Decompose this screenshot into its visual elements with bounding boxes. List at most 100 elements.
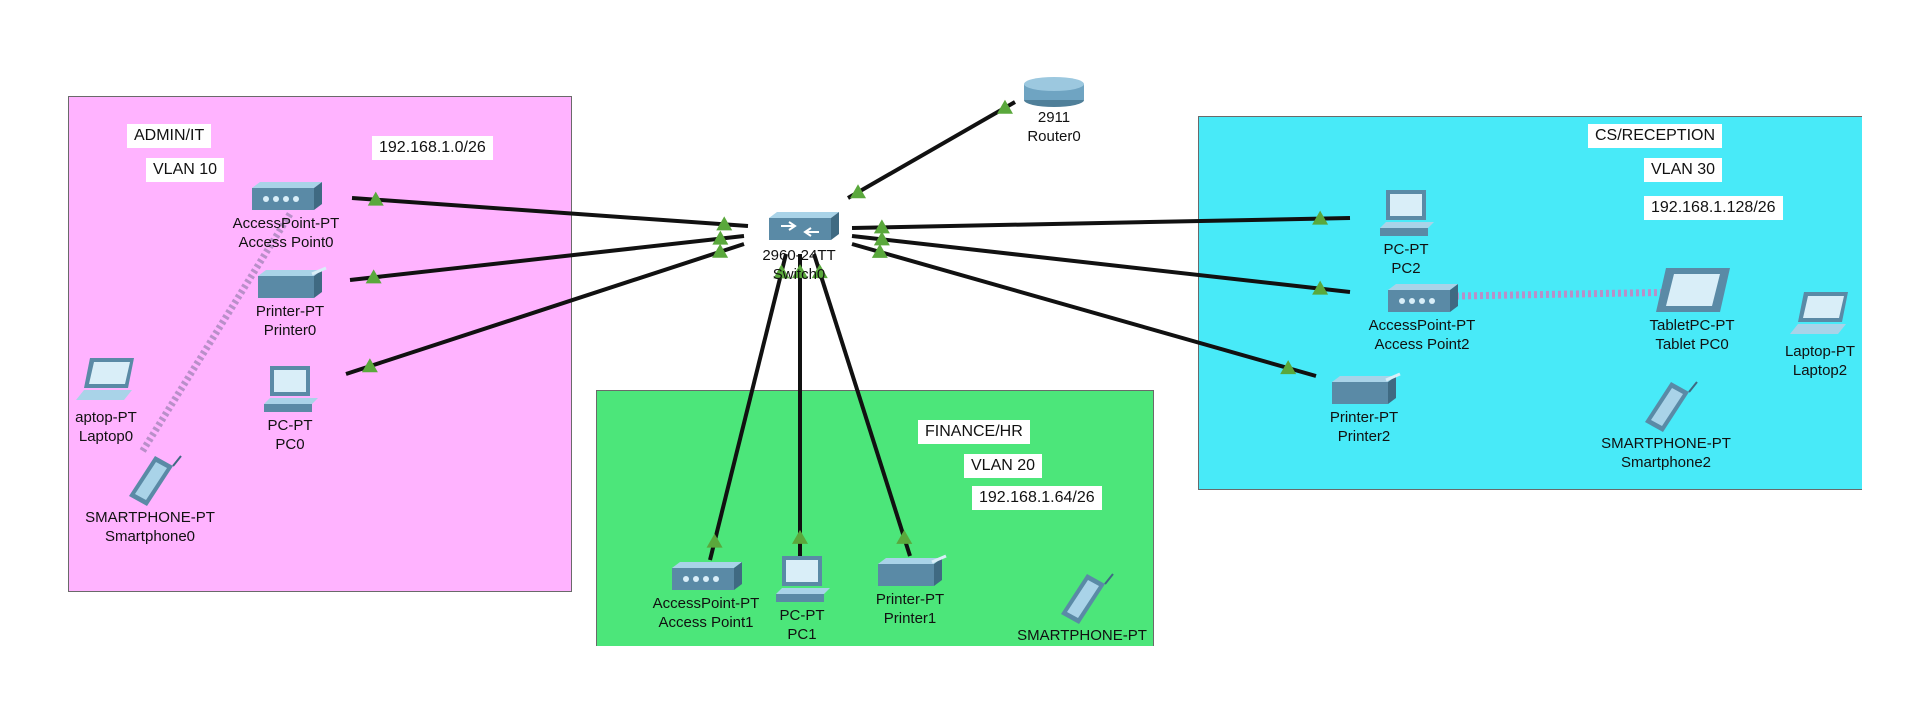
- zone-name-cs: CS/RECEPTION: [1588, 124, 1723, 148]
- router0-model: 2911: [1037, 109, 1071, 126]
- link-ap2-switch0: [851, 234, 1351, 294]
- vlan-label-finance: VLAN 20: [964, 454, 1043, 478]
- link-up-indicator-ap1-device: [706, 533, 723, 548]
- laptop-icon: [1790, 292, 1848, 334]
- link-printer2-switch0: [851, 242, 1317, 378]
- ap1-device[interactable]: AccessPoint-PT Access Point1: [626, 558, 786, 632]
- pc1-model: PC-PT: [779, 607, 825, 624]
- link-up-indicator-pc1-device: [792, 529, 808, 544]
- link-up-indicator-ap2-device: [1312, 280, 1329, 295]
- switch0-model: 2960-24TT: [762, 247, 836, 264]
- link-ap0-switch0: [351, 196, 749, 228]
- printer1-model: Printer-PT: [875, 591, 945, 608]
- printer1-device[interactable]: Printer-PT Printer1: [830, 554, 990, 628]
- switch0-name: Switch0: [772, 266, 826, 283]
- access-point-icon: [252, 182, 322, 210]
- ap0-name: Access Point0: [238, 234, 334, 251]
- laptop0-model: aptop-PT: [75, 409, 137, 426]
- subnet-label-cs: 192.168.1.128/26: [1644, 196, 1783, 220]
- ap2-device[interactable]: AccessPoint-PT Access Point2: [1342, 280, 1502, 354]
- ap0-device[interactable]: AccessPoint-PT Access Point0: [206, 178, 366, 252]
- link-up-indicator-ap2-switch: [873, 231, 890, 246]
- pc-icon: [264, 366, 318, 412]
- link-up-indicator-ap0-device: [367, 191, 384, 206]
- smartphone1-device[interactable]: SMARTPHONE-PT: [1002, 566, 1162, 645]
- laptop2-device[interactable]: Laptop-PT Laptop2: [1740, 290, 1900, 380]
- laptop-icon: [76, 358, 134, 400]
- pc2-device[interactable]: PC-PT PC2: [1326, 188, 1486, 278]
- tablet0-device[interactable]: TabletPC-PT Tablet PC0: [1612, 266, 1772, 354]
- ap1-model: AccessPoint-PT: [652, 595, 760, 612]
- link-up-indicator-printer1-switch: [811, 264, 828, 279]
- switch0-device[interactable]: 2960-24TT Switch0: [719, 210, 879, 284]
- link-up-indicator-ap1-switch: [773, 264, 790, 279]
- link-up-indicator-pc1-switch: [792, 264, 808, 279]
- zone-name-finance: FINANCE/HR: [918, 420, 1030, 444]
- link-router0-switch0: [847, 100, 1016, 200]
- printer-icon: [878, 554, 947, 586]
- laptop2-model: Laptop-PT: [1784, 343, 1856, 360]
- link-ap1-switch0: [708, 253, 788, 561]
- smartphone2-name: Smartphone2: [1620, 454, 1712, 471]
- wireless-link-ap0-smartphone0: [139, 212, 293, 454]
- pc0-name: PC0: [275, 436, 305, 453]
- pc1-device[interactable]: PC-PT PC1: [722, 554, 882, 644]
- pc2-model: PC-PT: [1383, 241, 1429, 258]
- printer2-name: Printer2: [1337, 428, 1391, 445]
- link-pc0-switch0: [345, 242, 745, 376]
- link-up-indicator-printer1-device: [896, 529, 913, 544]
- smartphone0-model: SMARTPHONE-PT: [85, 509, 215, 526]
- zone-name-admin: ADMIN/IT: [127, 124, 212, 148]
- vlan-label-cs: VLAN 30: [1644, 158, 1723, 182]
- link-printer0-switch0: [349, 234, 745, 282]
- smartphone2-model: SMARTPHONE-PT: [1601, 435, 1731, 452]
- router-icon: [1024, 77, 1084, 107]
- link-up-indicator-pc2-switch: [873, 219, 890, 234]
- ap1-name: Access Point1: [658, 614, 754, 631]
- ap0-model: AccessPoint-PT: [232, 215, 340, 232]
- router0-device[interactable]: 2911 Router0: [974, 74, 1134, 146]
- link-up-indicator-pc0-device: [361, 358, 378, 373]
- vlan-label-admin: VLAN 10: [146, 158, 225, 182]
- link-up-indicator-printer2-device: [1280, 360, 1297, 375]
- printer0-model: Printer-PT: [255, 303, 325, 320]
- access-point-icon: [672, 562, 742, 590]
- smartphone-icon: [1645, 381, 1698, 432]
- pc2-name: PC2: [1391, 260, 1421, 277]
- link-up-indicator-printer2-switch: [871, 243, 888, 258]
- smartphone0-device[interactable]: SMARTPHONE-PT Smartphone0: [70, 448, 230, 546]
- laptop0-device[interactable]: aptop-PT Laptop0: [26, 356, 186, 446]
- pc0-model: PC-PT: [267, 417, 313, 434]
- laptop0-name: Laptop0: [78, 428, 134, 445]
- link-up-indicator-printer0-device: [365, 269, 382, 284]
- access-point-icon: [1388, 284, 1458, 312]
- link-up-indicator-pc2-device: [1312, 210, 1329, 225]
- ap2-name: Access Point2: [1374, 336, 1470, 353]
- printer-icon: [258, 266, 327, 298]
- smartphone1-model: SMARTPHONE-PT: [1017, 627, 1147, 644]
- link-up-indicator-printer0-switch: [712, 230, 729, 245]
- link-up-indicator-ap0-switch: [716, 216, 733, 231]
- printer-icon: [1332, 372, 1401, 404]
- ap2-model: AccessPoint-PT: [1368, 317, 1476, 334]
- smartphone-icon: [129, 455, 182, 506]
- pc-icon: [776, 556, 830, 602]
- smartphone2-device[interactable]: SMARTPHONE-PT Smartphone2: [1586, 374, 1746, 472]
- laptop2-name: Laptop2: [1792, 362, 1848, 379]
- subnet-label-admin: 192.168.1.0/26: [372, 136, 493, 160]
- pc0-device[interactable]: PC-PT PC0: [210, 364, 370, 454]
- subnet-label-finance: 192.168.1.64/26: [972, 486, 1102, 510]
- switch-icon: [769, 212, 839, 240]
- link-up-indicator-pc0-switch: [712, 243, 729, 258]
- printer2-model: Printer-PT: [1329, 409, 1399, 426]
- zone-finance-hr: [596, 390, 1154, 646]
- tablet0-model: TabletPC-PT: [1649, 317, 1735, 334]
- tablet-icon: [1656, 268, 1730, 312]
- tablet0-name: Tablet PC0: [1655, 336, 1729, 353]
- smartphone0-name: Smartphone0: [104, 528, 196, 545]
- printer2-device[interactable]: Printer-PT Printer2: [1284, 372, 1444, 446]
- printer0-device[interactable]: Printer-PT Printer0: [210, 266, 370, 340]
- pc-icon: [1380, 190, 1434, 236]
- zone-cs-reception: [1198, 116, 1862, 490]
